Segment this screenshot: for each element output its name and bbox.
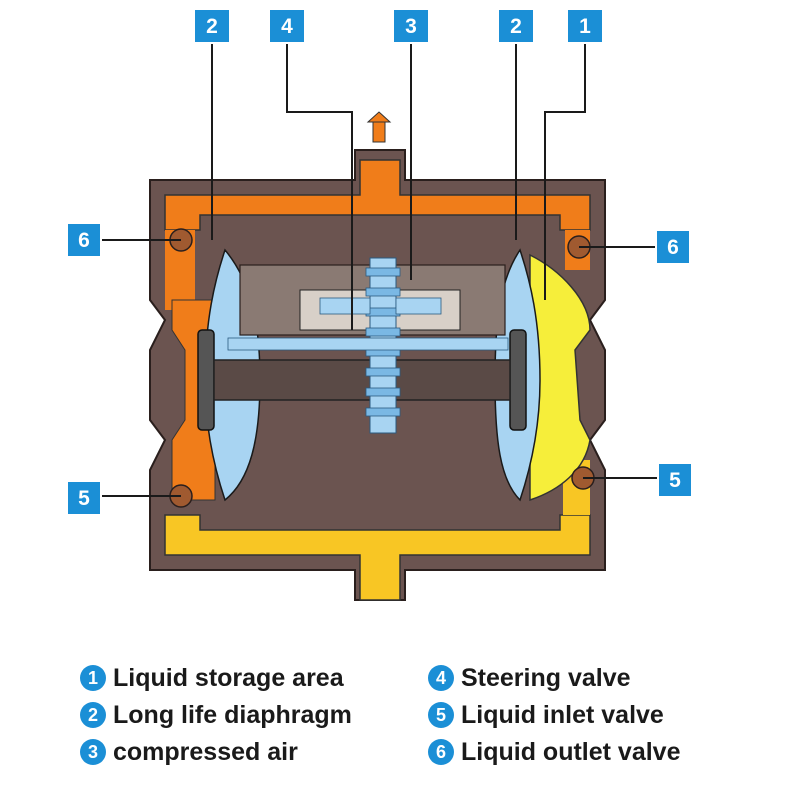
outlet-arrow xyxy=(366,111,392,143)
svg-text:2: 2 xyxy=(206,15,218,38)
callout-2-left: 2 xyxy=(193,8,231,44)
callout-6-right: 6 xyxy=(655,229,691,265)
right-liquid-chamber xyxy=(529,253,591,502)
left-diaphragm-plate xyxy=(197,329,215,431)
compressed-air-path xyxy=(227,297,509,351)
callout-1: 1 xyxy=(566,8,604,44)
svg-text:6: 6 xyxy=(78,229,90,252)
callout-6-left: 6 xyxy=(66,222,102,258)
svg-text:5: 5 xyxy=(669,469,681,492)
center-shaft xyxy=(213,359,511,401)
svg-text:5: 5 xyxy=(78,487,90,510)
svg-text:6: 6 xyxy=(667,236,679,259)
right-diaphragm-plate xyxy=(509,329,527,431)
callout-5-right: 5 xyxy=(657,462,693,498)
callout-3: 3 xyxy=(392,8,430,44)
callout-2-right: 2 xyxy=(497,8,535,44)
svg-text:4: 4 xyxy=(281,15,293,38)
svg-text:3: 3 xyxy=(405,15,417,38)
svg-text:1: 1 xyxy=(579,15,591,38)
leader-lines xyxy=(100,40,657,497)
callout-4: 4 xyxy=(268,8,306,44)
svg-text:2: 2 xyxy=(510,15,522,38)
callout-5-left: 5 xyxy=(66,480,102,516)
